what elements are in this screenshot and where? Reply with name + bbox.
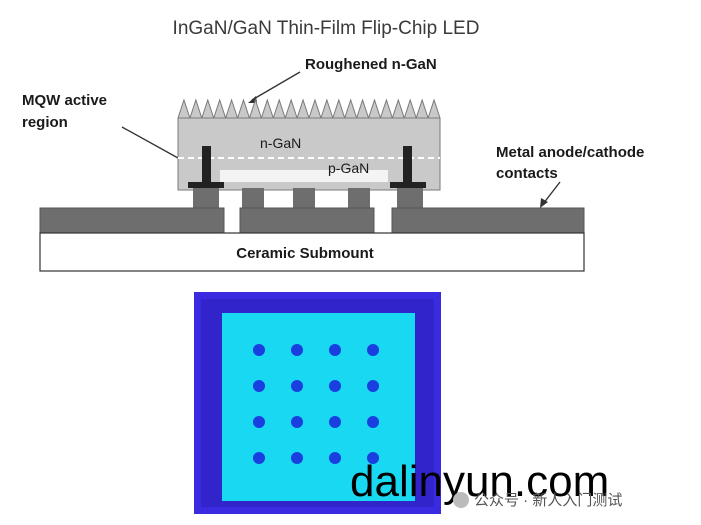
contact-dot <box>291 380 303 392</box>
contact-dot <box>329 416 341 428</box>
contact-dot <box>253 344 265 356</box>
roughened-surface <box>177 98 441 120</box>
metal-contact-left <box>39 207 225 234</box>
contact-dot <box>253 452 265 464</box>
contact-dot <box>329 452 341 464</box>
contact-dot <box>367 452 379 464</box>
submount-label: Ceramic Submount <box>236 245 374 262</box>
bump-1 <box>193 188 219 208</box>
contact-dot <box>367 380 379 392</box>
bump-5 <box>397 188 423 208</box>
watermark-account: 公众号 · 新人入门测试 <box>474 492 622 509</box>
emission-area <box>222 313 415 501</box>
mqw-label-line2: region <box>22 114 68 131</box>
mqw-label-line1: MQW active <box>22 92 107 109</box>
contacts-arrow <box>542 181 561 205</box>
bump-4 <box>348 188 370 208</box>
contact-dot-grid <box>253 344 379 464</box>
contact-dot <box>291 344 303 356</box>
wechat-icon <box>453 492 469 508</box>
metal-contact-right <box>391 207 585 234</box>
contact-dot <box>253 380 265 392</box>
led-emission-photo <box>194 292 441 514</box>
contacts-arrowhead <box>540 198 548 208</box>
bump-2 <box>242 188 264 208</box>
ngan-label: n-GaN <box>260 135 301 151</box>
mqw-leader-line <box>121 126 179 159</box>
left-contact-via <box>202 146 211 186</box>
contact-dot <box>329 380 341 392</box>
contacts-label-line1: Metal anode/cathode <box>496 144 644 161</box>
ceramic-submount <box>39 232 585 272</box>
watermark-site: dalinyun.com <box>350 457 609 506</box>
roughened-arrow <box>251 71 301 101</box>
left-contact-cap <box>188 182 224 188</box>
contact-dot <box>367 416 379 428</box>
pgan-label: p-GaN <box>328 160 369 176</box>
metal-contact-middle <box>239 207 375 234</box>
contact-dot <box>253 416 265 428</box>
right-contact-via <box>403 146 412 186</box>
roughened-ngan-label: Roughened n-GaN <box>305 56 437 73</box>
pgan-layer <box>220 170 388 182</box>
contact-dot <box>367 344 379 356</box>
contact-dot <box>291 452 303 464</box>
contact-dot <box>291 416 303 428</box>
contact-dot <box>329 344 341 356</box>
bump-3 <box>293 188 315 208</box>
right-contact-cap <box>390 182 426 188</box>
diagram-title: InGaN/GaN Thin-Film Flip-Chip LED <box>173 18 480 39</box>
contacts-label-line2: contacts <box>496 165 558 182</box>
